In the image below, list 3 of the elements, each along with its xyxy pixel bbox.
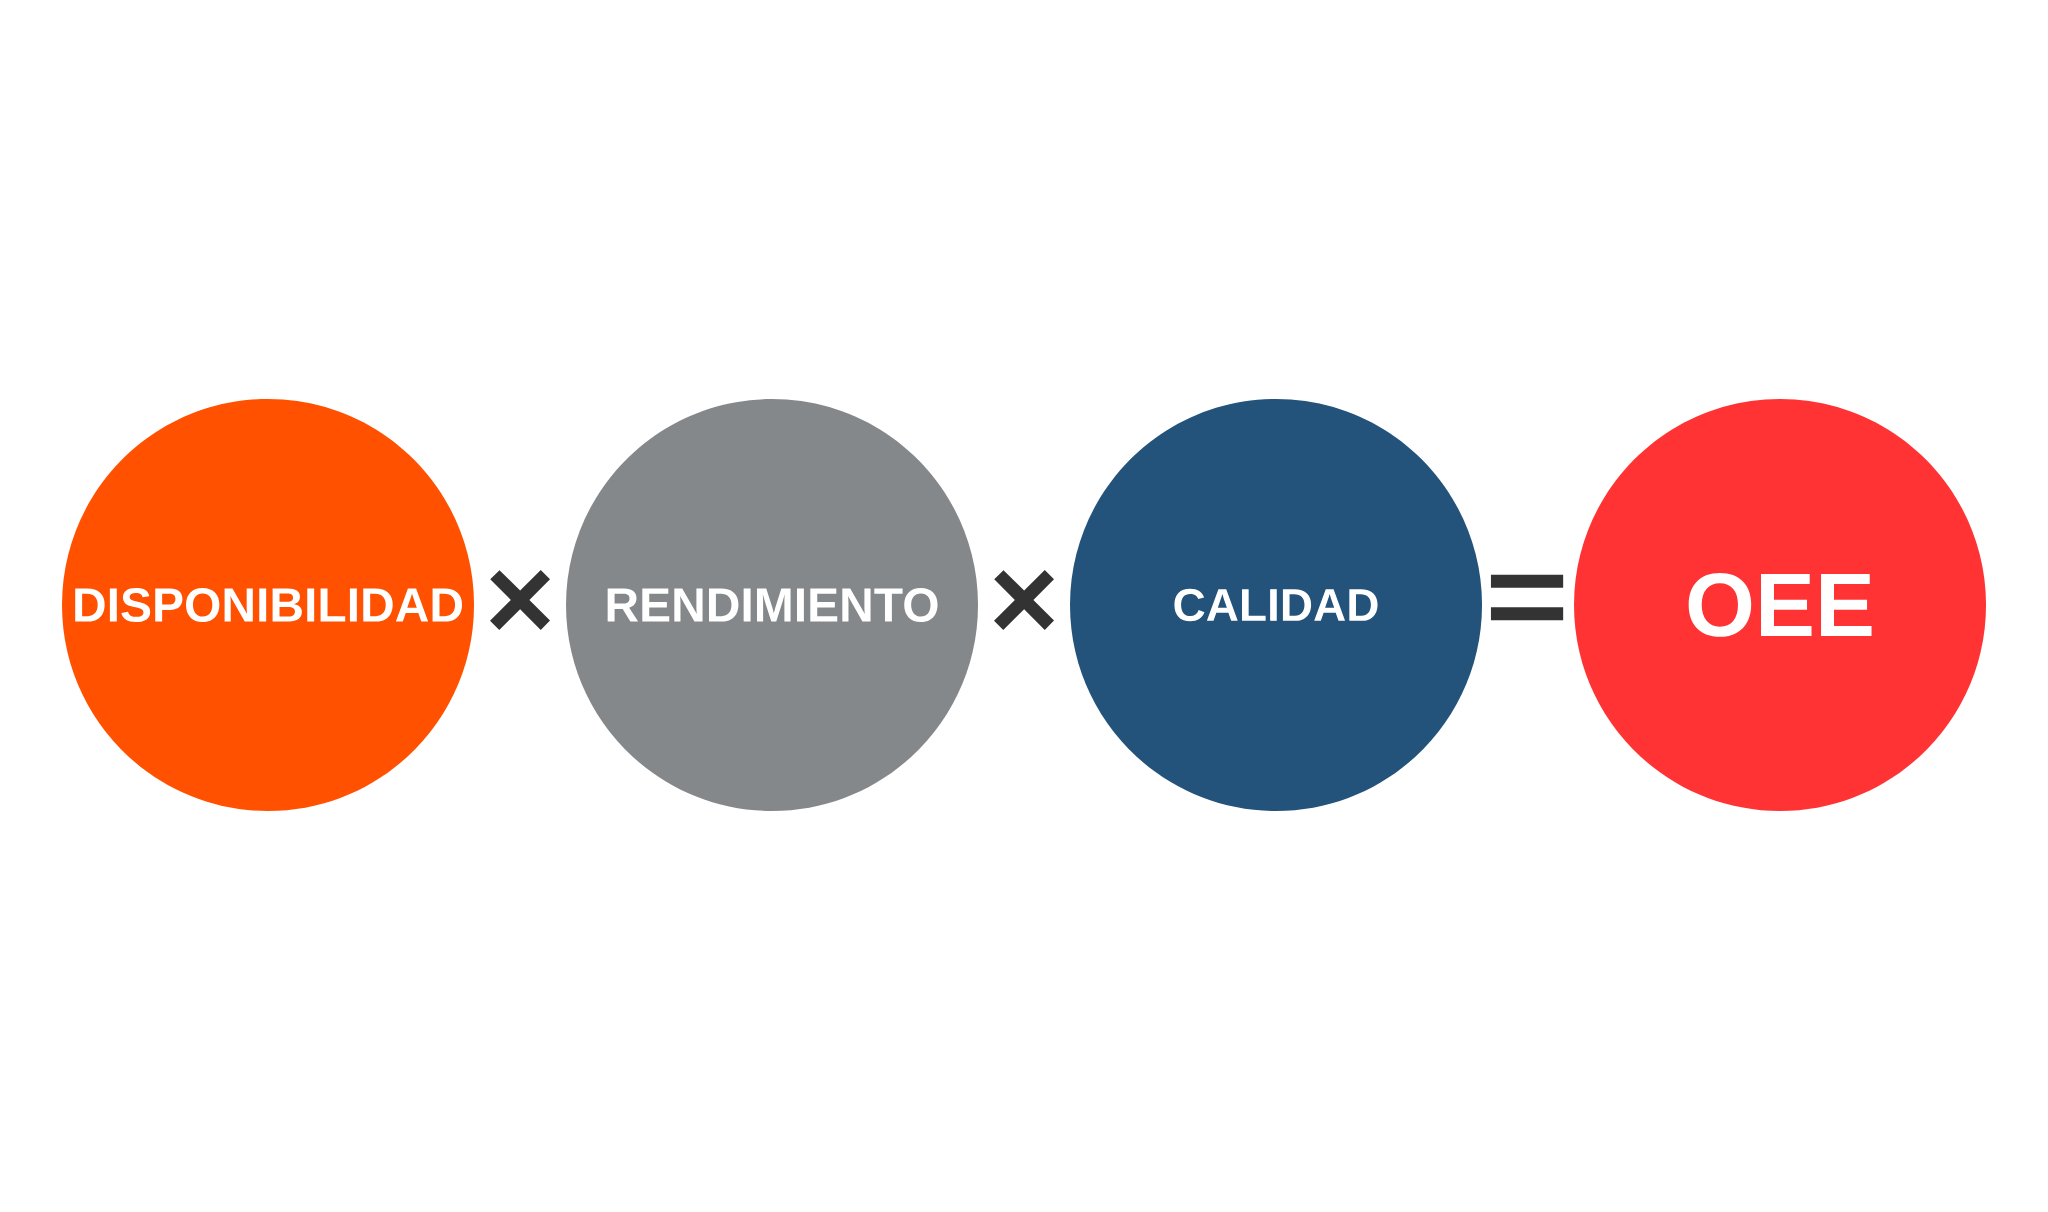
multiply-sign: × — [490, 570, 550, 631]
multiply-sign: × — [994, 570, 1054, 631]
equals-sign: = — [1490, 574, 1564, 621]
